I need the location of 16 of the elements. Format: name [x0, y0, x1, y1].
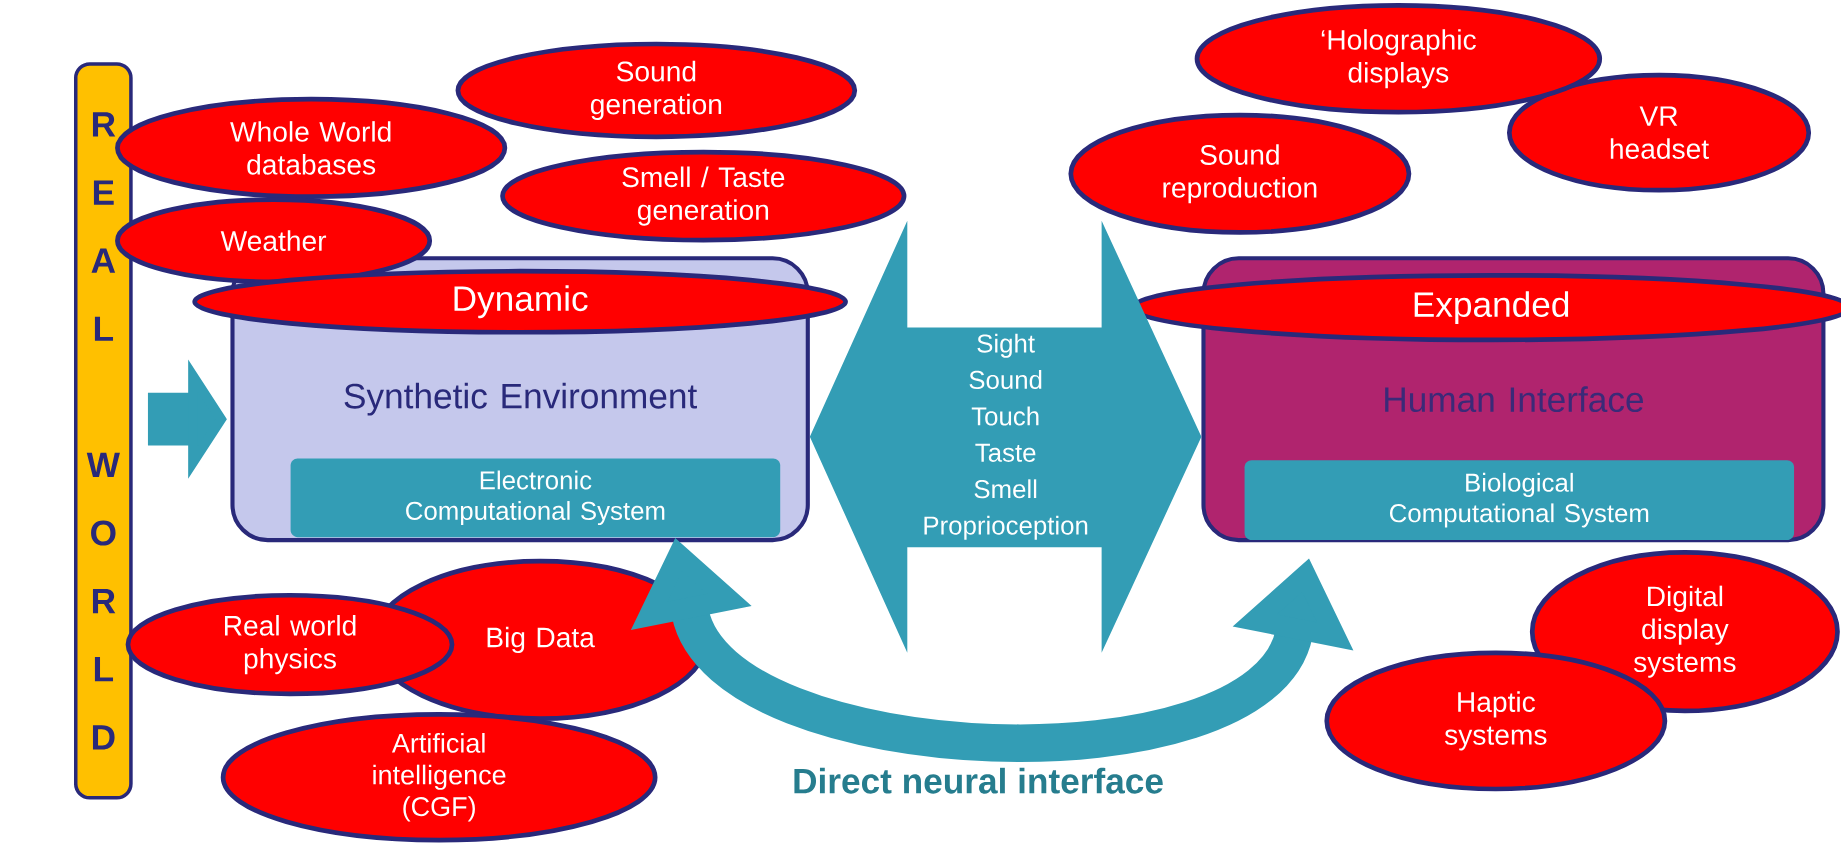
oval-bubble: Weather: [115, 197, 433, 285]
oval-bubble: Real world physics: [125, 592, 455, 697]
oval-bubble: ‘Holographic displays: [1194, 2, 1603, 115]
oval-bubble: Whole World databases: [115, 96, 508, 199]
edge-label: Direct neural interface: [789, 765, 1167, 796]
oval-bubble: Sound reproduction: [1068, 112, 1412, 235]
oval-bubble: Sound generation: [455, 41, 858, 140]
oval-bubble: Dynamic: [192, 268, 848, 335]
vertical-banner: REAL WORLD: [73, 62, 133, 800]
oval-bubble: VR headset: [1507, 72, 1812, 193]
edge-label: Sight Sound Touch Taste Smell Proprioception: [924, 333, 1088, 540]
text-strip: Electronic Computational System: [290, 458, 781, 538]
text-strip: Biological Computational System: [1244, 460, 1795, 540]
double-block-arrow: [809, 220, 1202, 653]
oval-bubble: Smell / Taste generation: [500, 149, 907, 243]
oval-bubble: Artificial intelligence (CGF): [220, 712, 658, 843]
